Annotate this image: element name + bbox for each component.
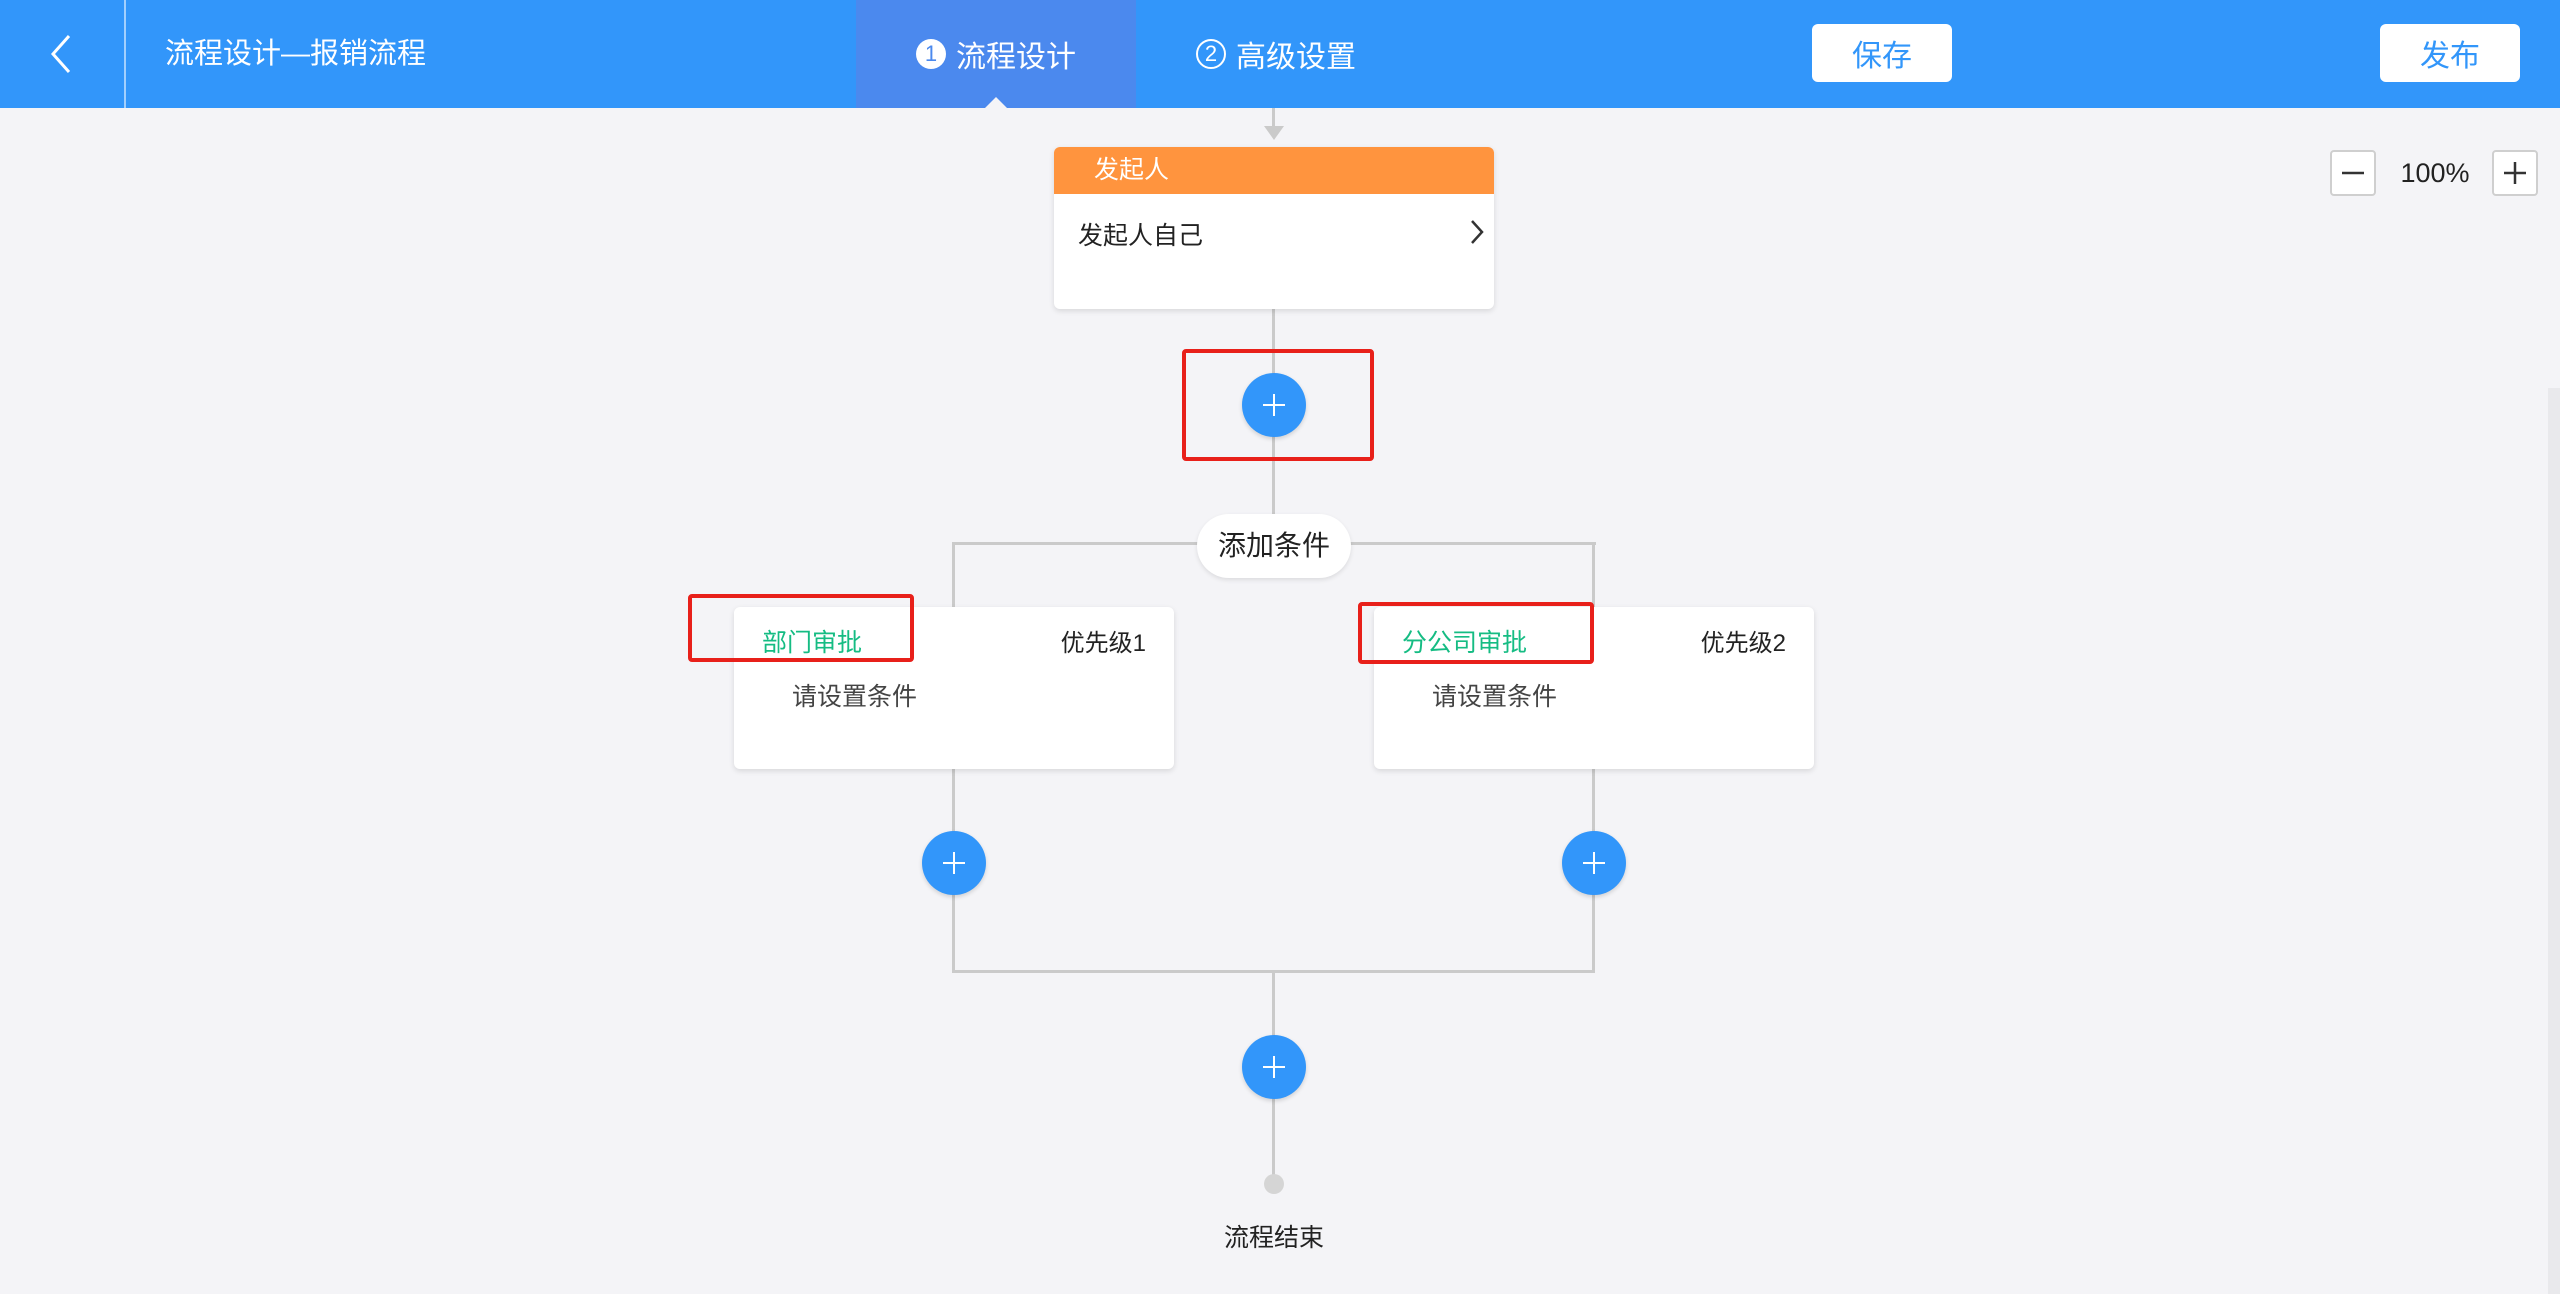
step-number-badge: 1	[916, 39, 946, 69]
condition-description: 请设置条件	[1432, 683, 1558, 711]
node-content: 发起人自己	[1078, 222, 1204, 250]
arrow-down-icon	[1264, 126, 1284, 140]
condition-priority: 优先级1	[1060, 630, 1146, 657]
condition-node-branch-office[interactable]: 分公司审批 优先级2 请设置条件	[1374, 607, 1814, 769]
tab-label: 高级设置	[1236, 41, 1356, 74]
plus-icon	[943, 852, 965, 874]
condition-title: 分公司审批	[1402, 629, 1528, 657]
add-condition-button[interactable]: 添加条件	[1197, 514, 1351, 578]
chevron-left-icon	[50, 35, 71, 73]
condition-priority: 优先级2	[1700, 630, 1786, 657]
tab-label: 流程设计	[956, 41, 1076, 74]
vertical-scrollbar[interactable]	[2548, 388, 2560, 1294]
top-bar: 流程设计—报销流程 1 流程设计 2 高级设置 保存 发布	[0, 0, 2560, 109]
add-node-button[interactable]	[922, 831, 986, 895]
condition-description: 请设置条件	[792, 683, 918, 711]
zoom-in-button[interactable]	[2492, 150, 2538, 196]
chevron-right-icon	[1471, 220, 1484, 244]
plus-icon	[2504, 162, 2526, 184]
add-node-button[interactable]	[1242, 1035, 1306, 1099]
step-number-badge: 2	[1196, 39, 1226, 69]
node-title: 发起人	[1054, 147, 1494, 194]
page-title: 流程设计—报销流程	[165, 38, 427, 70]
tab-flow-design[interactable]: 1 流程设计	[856, 0, 1136, 109]
plus-icon	[1263, 1056, 1285, 1078]
connector-line	[1272, 108, 1275, 130]
add-node-button[interactable]	[1562, 831, 1626, 895]
minus-icon	[2342, 171, 2364, 175]
condition-node-department[interactable]: 部门审批 优先级1 请设置条件	[734, 607, 1174, 769]
publish-button[interactable]: 发布	[2380, 24, 2520, 82]
plus-icon	[1263, 394, 1285, 416]
zoom-level: 100%	[2400, 158, 2470, 188]
plus-icon	[1583, 852, 1605, 874]
back-button[interactable]	[0, 0, 126, 108]
node-body: 发起人自己	[1054, 194, 1494, 309]
add-node-button[interactable]	[1242, 373, 1306, 437]
save-button[interactable]: 保存	[1812, 24, 1952, 82]
zoom-out-button[interactable]	[2330, 150, 2376, 196]
active-tab-caret	[984, 97, 1008, 109]
flow-end-label: 流程结束	[1223, 1224, 1324, 1252]
condition-title: 部门审批	[762, 629, 863, 657]
tab-advanced-settings[interactable]: 2 高级设置	[1136, 0, 1416, 108]
end-dot	[1264, 1174, 1284, 1194]
initiator-node[interactable]: 发起人 发起人自己	[1054, 147, 1494, 309]
